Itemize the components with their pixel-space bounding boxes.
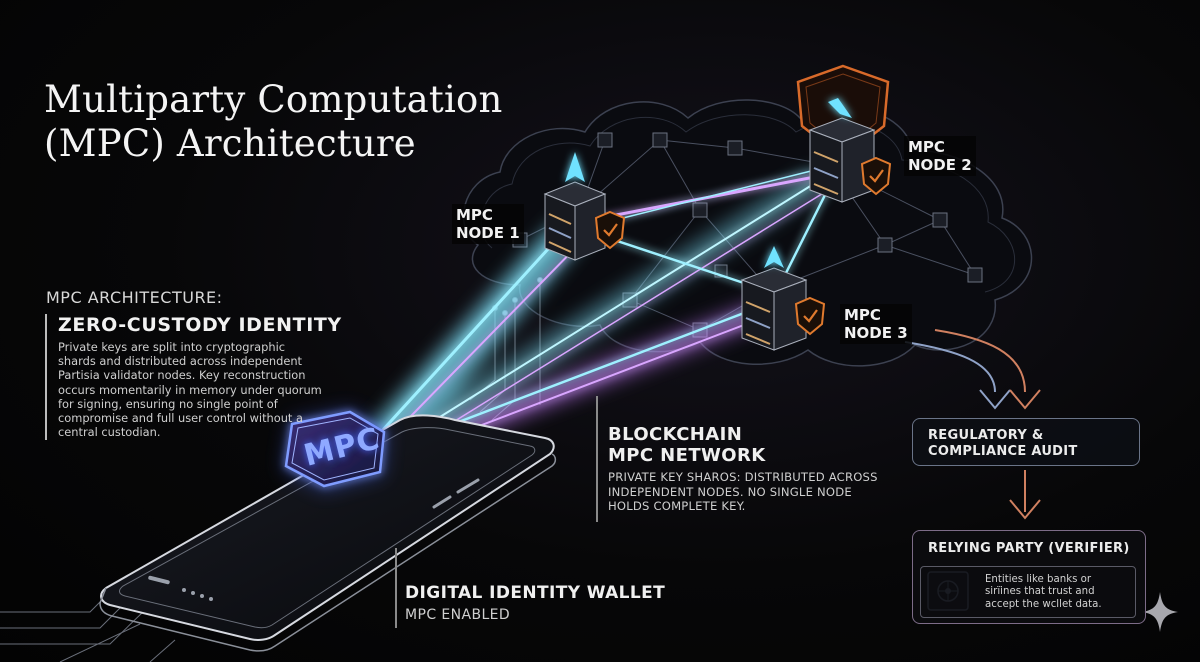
mpc-node-3-server [740, 246, 808, 351]
relying-party-body: Entities like banks or sirïines that tru… [985, 574, 1102, 610]
node-1-label-line2: NODE 1 [456, 224, 520, 242]
mpc-node-2-label: MPC NODE 2 [904, 136, 976, 176]
regulatory-line1: REGULATORY & [928, 428, 1044, 443]
regulatory-box [912, 418, 1140, 466]
node-3-label-line1: MPC [844, 306, 881, 324]
flow-arrows [904, 329, 1041, 520]
blockchain-heading-line1: BLOCKCHAIN [608, 424, 743, 445]
node-2-label-line1: MPC [908, 138, 945, 156]
node-2-label-line2: NODE 2 [908, 156, 972, 174]
regulatory-label: REGULATORY & COMPLIANCE AUDIT [928, 428, 1078, 460]
section-accent-bar [45, 314, 47, 440]
zero-custody-heading: ZERO-CUSTODY IDENTITY [58, 314, 342, 336]
phone-device [99, 414, 557, 652]
relying-party-inner-card [920, 566, 1136, 618]
relying-party-heading: RELYING PARTY (VERIFIER) [928, 541, 1130, 556]
blockchain-body: PRIVATE KEY SHAROS: DISTRIBUTED ACROSS I… [608, 470, 878, 513]
mpc-badge [282, 408, 388, 492]
title-line-1: Multiparty Computation [44, 78, 503, 121]
blockchain-accent-bar [596, 396, 598, 522]
mpc-node-2-check-shield-icon [860, 156, 892, 196]
mpc-node-3-label: MPC NODE 3 [840, 304, 912, 344]
sparkle-icon [1142, 592, 1178, 632]
page-title: Multiparty Computation (MPC) Architectur… [44, 78, 503, 166]
mpc-node-1-label: MPC NODE 1 [452, 204, 524, 244]
blockchain-heading: BLOCKCHAIN MPC NETWORK [608, 424, 766, 466]
wallet-accent-bar [395, 548, 397, 628]
zero-custody-body: Private keys are split into cryptographi… [58, 340, 322, 440]
node-1-label-line1: MPC [456, 206, 493, 224]
wallet-subheading: MPC ENABLED [405, 607, 511, 623]
regulatory-line2: COMPLIANCE AUDIT [928, 444, 1078, 459]
mpc-node-1-server [543, 152, 607, 261]
mpc-node-1-shield-icon [594, 210, 626, 250]
section-label: MPC ARCHITECTURE: [46, 288, 223, 307]
node-3-label-line2: NODE 3 [844, 324, 908, 342]
wallet-heading: DIGITAL IDENTITY WALLET [405, 583, 666, 603]
blockchain-heading-line2: MPC NETWORK [608, 445, 766, 466]
title-line-2: (MPC) Architecture [44, 122, 416, 165]
relying-party-box [912, 530, 1146, 624]
mpc-node-3-shield-icon [794, 296, 826, 336]
